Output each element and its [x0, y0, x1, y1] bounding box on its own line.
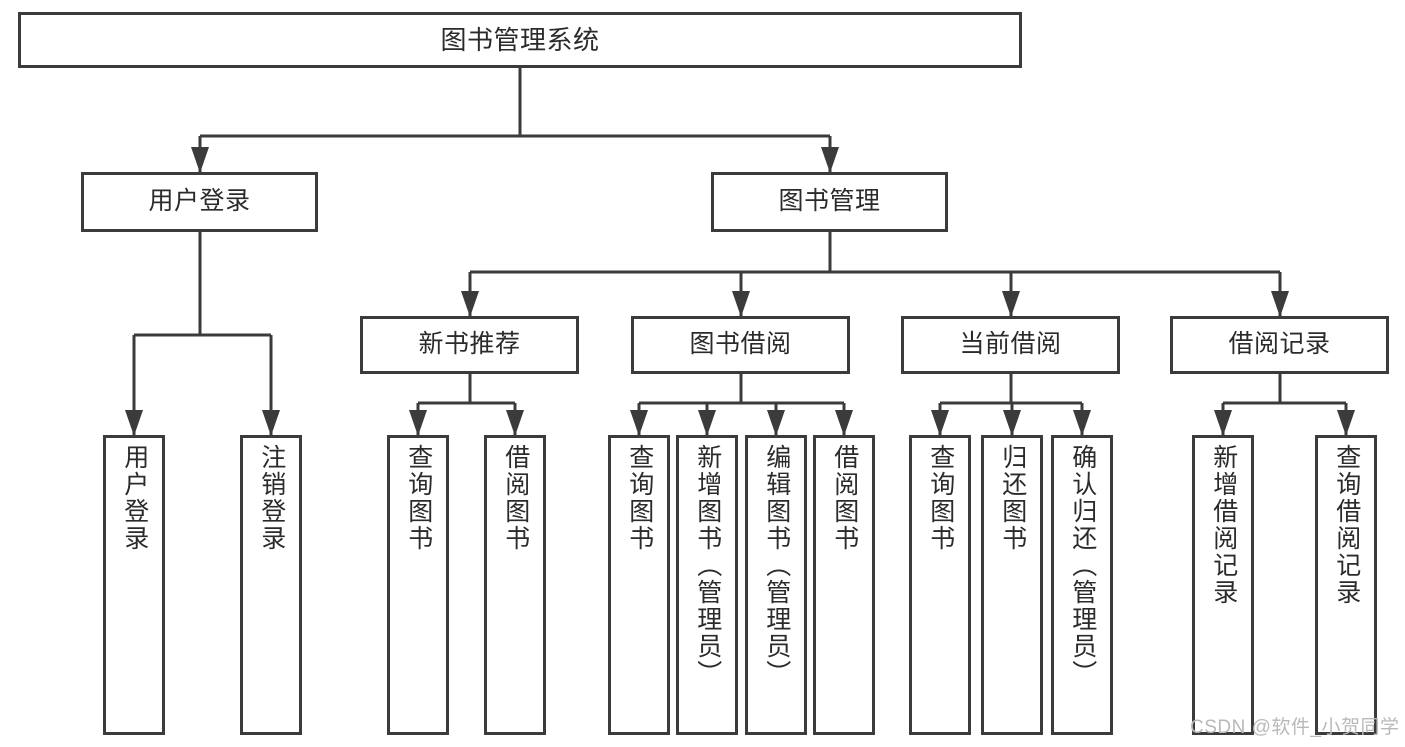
- arrow-head-icon: [835, 410, 853, 436]
- node-label: 新书推荐: [418, 330, 521, 359]
- node-label: 用户登录: [120, 444, 149, 552]
- node-leaf-query-book-2[interactable]: 查询图书: [608, 435, 670, 735]
- node-book-manage[interactable]: 图书管理: [711, 172, 948, 232]
- arrow-head-icon: [931, 410, 949, 436]
- watermark-text: CSDN @软件_小贺同学: [1190, 717, 1400, 738]
- node-leaf-user-login[interactable]: 用户登录: [103, 435, 165, 735]
- node-label: 借阅图书: [830, 444, 859, 552]
- node-label: 查询图书: [926, 444, 955, 552]
- arrow-head-icon: [1003, 410, 1021, 436]
- node-borrow-record[interactable]: 借阅记录: [1170, 316, 1389, 374]
- node-label: 借阅图书: [501, 444, 530, 552]
- node-root[interactable]: 图书管理系统: [18, 12, 1022, 68]
- node-label: 查询图书: [625, 444, 654, 552]
- node-label: 编辑图书（管理员）: [762, 444, 791, 687]
- node-leaf-add-record[interactable]: 新增借阅记录: [1192, 435, 1254, 735]
- arrow-head-icon: [630, 410, 648, 436]
- node-label: 图书管理: [778, 187, 881, 216]
- node-label: 归还图书: [998, 444, 1027, 552]
- node-leaf-borrow-book-1[interactable]: 借阅图书: [484, 435, 546, 735]
- node-leaf-query-book-1[interactable]: 查询图书: [387, 435, 449, 735]
- node-leaf-query-record[interactable]: 查询借阅记录: [1315, 435, 1377, 735]
- arrow-head-icon: [821, 147, 839, 173]
- node-book-borrow[interactable]: 图书借阅: [631, 316, 850, 374]
- node-label: 查询借阅记录: [1332, 444, 1361, 606]
- node-label: 新增图书（管理员）: [693, 444, 722, 687]
- node-leaf-edit-book[interactable]: 编辑图书（管理员）: [745, 435, 807, 735]
- arrow-head-icon: [698, 410, 716, 436]
- arrow-head-icon: [125, 410, 143, 436]
- node-leaf-return-book[interactable]: 归还图书: [981, 435, 1043, 735]
- arrow-head-icon: [262, 410, 280, 436]
- node-new-book-rec[interactable]: 新书推荐: [360, 316, 579, 374]
- arrow-head-icon: [1002, 291, 1020, 317]
- arrow-head-icon: [732, 291, 750, 317]
- node-label: 确认归还（管理员）: [1068, 444, 1097, 687]
- arrow-head-icon: [1337, 410, 1355, 436]
- arrow-head-icon: [1073, 410, 1091, 436]
- node-label: 注销登录: [257, 444, 286, 552]
- node-label: 当前借阅: [959, 330, 1062, 359]
- arrow-head-icon: [1271, 291, 1289, 317]
- node-label: 图书管理系统: [440, 24, 600, 55]
- arrow-head-icon: [1214, 410, 1232, 436]
- arrow-head-icon: [767, 410, 785, 436]
- node-leaf-logout[interactable]: 注销登录: [240, 435, 302, 735]
- node-label: 查询图书: [404, 444, 433, 552]
- node-current-borrow[interactable]: 当前借阅: [901, 316, 1120, 374]
- arrow-head-icon: [506, 410, 524, 436]
- node-label: 新增借阅记录: [1209, 444, 1238, 606]
- arrow-head-icon: [191, 147, 209, 173]
- node-user-login[interactable]: 用户登录: [81, 172, 318, 232]
- node-leaf-add-book[interactable]: 新增图书（管理员）: [676, 435, 738, 735]
- arrow-head-icon: [409, 410, 427, 436]
- arrow-head-icon: [461, 291, 479, 317]
- node-label: 借阅记录: [1228, 330, 1331, 359]
- node-leaf-query-book-3[interactable]: 查询图书: [909, 435, 971, 735]
- node-leaf-confirm-return[interactable]: 确认归还（管理员）: [1051, 435, 1113, 735]
- node-label: 用户登录: [148, 187, 251, 216]
- node-label: 图书借阅: [689, 330, 792, 359]
- node-leaf-borrow-book-2[interactable]: 借阅图书: [813, 435, 875, 735]
